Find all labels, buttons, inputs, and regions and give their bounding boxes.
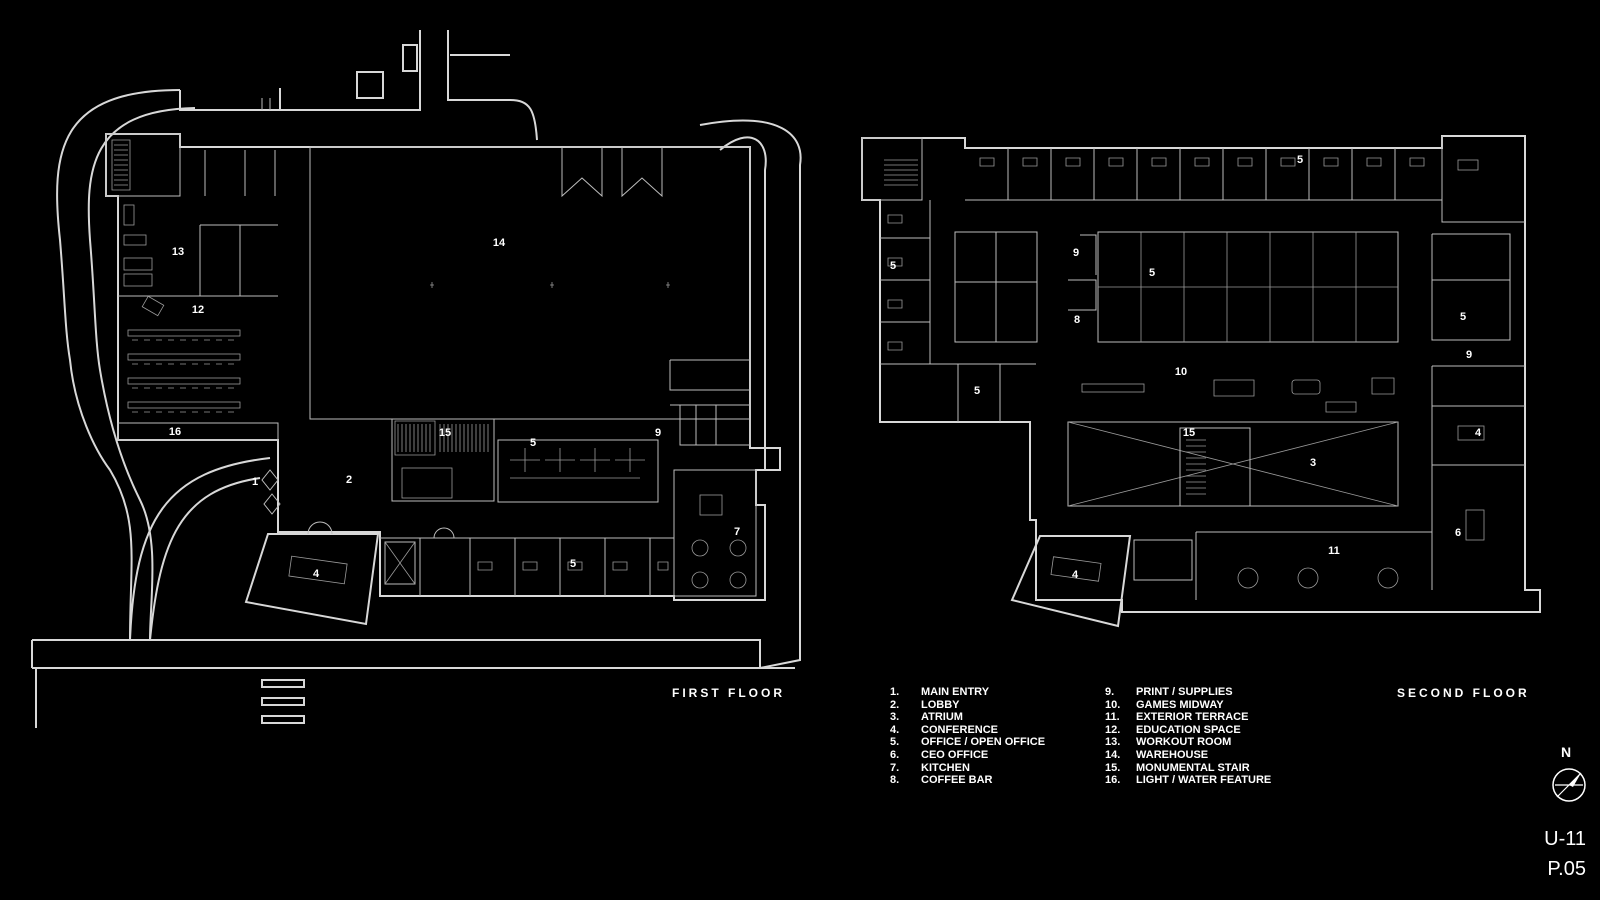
first-floor-outline [105, 133, 781, 601]
east-drive [699, 119, 802, 669]
legend-item: 10.GAMES MIDWAY [1105, 698, 1224, 711]
second-floor-plan: 3 4 5 5 5 5 5 6 8 9 9 10 11 15 4 [861, 135, 1541, 628]
tag-first-13: 13 [172, 246, 184, 258]
legend-item: 8.COFFEE BAR [890, 774, 993, 787]
north-arrow-icon [1552, 768, 1586, 802]
tag-first-16: 16 [169, 426, 181, 438]
site-curb [149, 477, 261, 641]
site-curb-outer [129, 457, 271, 641]
tag-second-6: 6 [1455, 527, 1461, 539]
site-drive-inner [87, 107, 196, 641]
tag-first-9: 9 [655, 427, 661, 439]
tag-second-15: 15 [1183, 427, 1195, 439]
tag-second-5c: 5 [1149, 267, 1155, 279]
tag-second-5d: 5 [1460, 311, 1466, 323]
tag-first-12: 12 [192, 304, 204, 316]
conference-room-second [1010, 535, 1132, 628]
tag-first-5b: 5 [570, 558, 576, 570]
legend-item: 3.ATRIUM [890, 711, 963, 724]
legend-item: 12.EDUCATION SPACE [1105, 723, 1241, 736]
legend-column-2: 9.PRINT / SUPPLIES 10.GAMES MIDWAY 11.EX… [1105, 686, 1271, 787]
site-road [32, 639, 761, 668]
legend-item: 1.MAIN ENTRY [890, 686, 990, 698]
tag-first-1: 1 [252, 476, 258, 488]
north-label: N [1561, 744, 1572, 760]
tag-second-5a: 5 [1297, 154, 1303, 166]
tag-second-5b: 5 [890, 260, 896, 272]
warehouse-area [309, 146, 751, 420]
sheet-page: P.05 [1547, 858, 1586, 880]
tag-first-2: 2 [346, 474, 352, 486]
legend-item: 4.CONFERENCE [890, 723, 999, 736]
tag-first-4: 4 [313, 568, 320, 580]
tag-second-3: 3 [1310, 457, 1316, 469]
second-floor-title: SECOND FLOOR [1397, 686, 1530, 700]
tag-second-9a: 9 [1073, 247, 1079, 259]
legend-item: 7.KITCHEN [890, 761, 970, 774]
tag-second-4a: 4 [1072, 569, 1079, 581]
tag-first-5a: 5 [530, 437, 536, 449]
conference-room-first [244, 533, 380, 626]
tag-second-8: 8 [1074, 314, 1080, 326]
first-floor-plan: 1 2 4 5 5 7 9 12 13 14 15 16 [31, 30, 802, 728]
tag-second-10: 10 [1175, 366, 1187, 378]
legend-item: 13.WORKOUT ROOM [1105, 736, 1232, 749]
second-floor-outline [861, 135, 1541, 613]
legend-item: 5.OFFICE / OPEN OFFICE [890, 736, 1046, 749]
legend-item: 14.WAREHOUSE [1105, 748, 1209, 761]
tag-first-14: 14 [493, 237, 506, 249]
sheet-id: U-11 [1544, 828, 1586, 850]
tag-second-9b: 9 [1466, 349, 1472, 361]
site-drive [56, 89, 181, 641]
legend-item: 16.LIGHT / WATER FEATURE [1105, 774, 1272, 787]
legend-item: 6.CEO OFFICE [890, 748, 989, 761]
legend-item: 2.LOBBY [890, 698, 960, 711]
tag-second-4b: 4 [1475, 427, 1482, 439]
legend-item: 15.MONUMENTAL STAIR [1105, 761, 1250, 774]
legend-column-1: 1.MAIN ENTRY 2.LOBBY 3.ATRIUM 4.CONFEREN… [890, 686, 1045, 787]
legend-item: 9.PRINT / SUPPLIES [1105, 686, 1233, 698]
tag-first-15: 15 [439, 427, 451, 439]
tag-first-7: 7 [734, 526, 740, 538]
legend-item: 11.EXTERIOR TERRACE [1105, 711, 1249, 724]
first-floor-title: FIRST FLOOR [672, 686, 785, 700]
tag-second-11: 11 [1328, 545, 1340, 557]
tag-second-5e: 5 [974, 385, 980, 397]
